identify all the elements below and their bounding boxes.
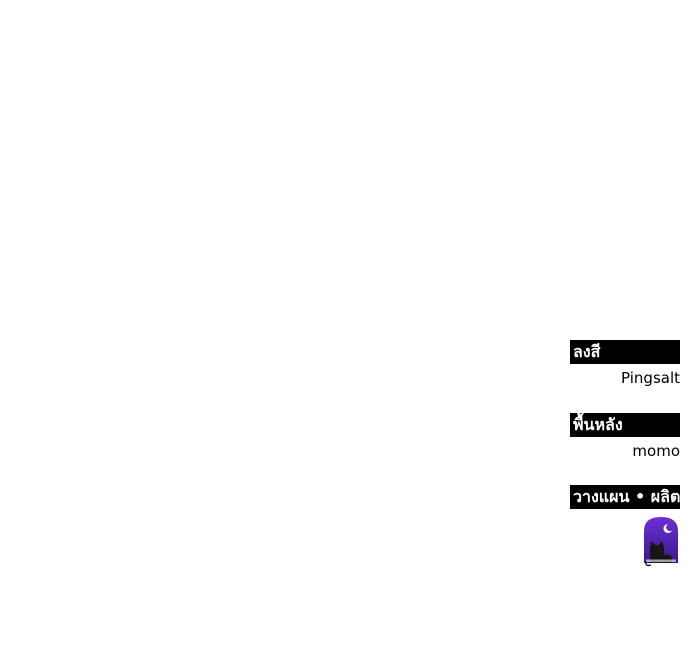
credit-coloring: ลงสี Pingsalt [570, 340, 680, 387]
credit-label-coloring: ลงสี [570, 340, 680, 364]
credit-label-production: วางแผน • ผลิต [570, 485, 680, 509]
studio-logo [570, 515, 680, 567]
credits-panel: ลงสี Pingsalt พื้นหลัง momo วางแผน • ผลิ… [570, 340, 680, 567]
cat-moon-logo-icon [644, 517, 678, 567]
credit-production: วางแผน • ผลิต [570, 485, 680, 567]
credit-label-background: พื้นหลัง [570, 413, 680, 437]
credit-name-coloring: Pingsalt [621, 369, 680, 387]
credit-name-background: momo [632, 442, 680, 460]
credit-background: พื้นหลัง momo [570, 413, 680, 460]
